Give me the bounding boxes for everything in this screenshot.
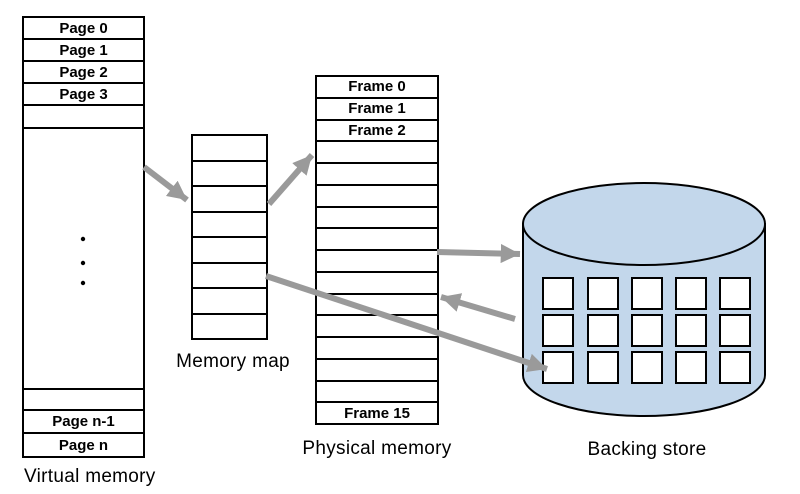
physical-memory-row (317, 142, 437, 164)
storage-block (675, 277, 707, 310)
virtual-memory-row (24, 390, 143, 411)
memory-map-label: Memory map (176, 351, 290, 372)
physical-memory-row (317, 273, 437, 295)
physical-memory-row: Frame 2 (317, 121, 437, 143)
physical-memory-row (317, 229, 437, 251)
arrow-physical-memory-to-backing-store (436, 243, 521, 264)
physical-memory-row: Frame 1 (317, 99, 437, 121)
storage-block (719, 277, 751, 310)
memory-map-row (193, 136, 266, 162)
virtual-memory-row (24, 106, 143, 129)
memory-map-row (193, 264, 266, 289)
physical-memory-row (317, 338, 437, 360)
virtual-memory-row: Page 0 (24, 18, 143, 40)
virtual-memory-label: Virtual memory (24, 466, 156, 487)
storage-block (631, 314, 663, 347)
storage-block (587, 277, 619, 310)
arrow-backing-store-to-physical-memory (440, 293, 516, 322)
ellipsis-dot (80, 260, 86, 266)
physical-memory-row: Frame 0 (317, 77, 437, 99)
memory-map-row (193, 187, 266, 213)
physical-memory-row (317, 164, 437, 186)
virtual-memory-row: Page 1 (24, 40, 143, 62)
physical-memory-row (317, 382, 437, 404)
storage-block (719, 351, 751, 384)
memory-map-box (191, 134, 268, 340)
storage-block (631, 351, 663, 384)
storage-blocks (542, 277, 751, 384)
storage-block (587, 314, 619, 347)
virtual-memory-row: Page 2 (24, 62, 143, 84)
ellipsis-dot (80, 280, 86, 286)
storage-block (719, 314, 751, 347)
virtual-memory-row: Page 3 (24, 84, 143, 106)
storage-block (542, 277, 574, 310)
storage-block (675, 314, 707, 347)
backing-store-label: Backing store (587, 439, 707, 460)
virtual-memory-row: Page n-1 (24, 411, 143, 434)
physical-memory-row: Frame 15 (344, 404, 410, 422)
arrow-virtual-memory-to-memory-map (142, 164, 189, 203)
virtual-memory-row (24, 129, 143, 390)
physical-memory-row (317, 208, 437, 230)
memory-map-row (193, 289, 266, 315)
memory-map-row (193, 162, 266, 187)
physical-memory-row (317, 186, 437, 208)
arrow-memory-map-to-physical-memory (266, 153, 315, 206)
storage-block (631, 277, 663, 310)
physical-memory-row (317, 360, 437, 382)
cylinder-top (522, 182, 766, 266)
storage-block (542, 314, 574, 347)
physical-memory-row (317, 251, 437, 273)
storage-block (675, 351, 707, 384)
storage-block (587, 351, 619, 384)
virtual-memory-row: Page n (58, 436, 109, 454)
arrow-memory-map-to-backing-store (265, 273, 548, 373)
vertical-ellipsis-dots (80, 236, 86, 286)
storage-block (542, 351, 574, 384)
memory-map-row (193, 213, 266, 238)
memory-map-row (193, 238, 266, 264)
physical-memory-label: Physical memory (302, 438, 452, 459)
physical-memory-row (317, 316, 437, 338)
ellipsis-dot (80, 236, 86, 242)
